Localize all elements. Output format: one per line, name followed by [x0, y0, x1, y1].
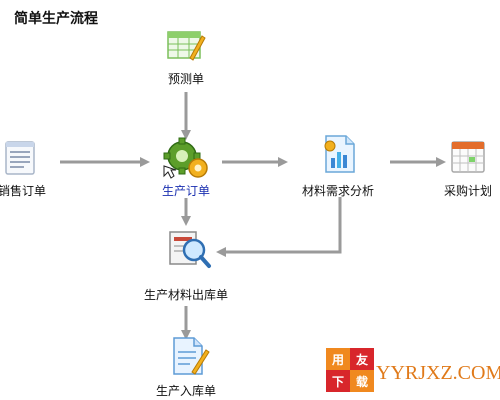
node-material-issue[interactable]	[166, 228, 212, 272]
watermark-char-4: 载	[350, 370, 374, 392]
chart-document-icon	[324, 135, 355, 173]
watermark-char-3: 下	[326, 370, 350, 392]
node-sales-order[interactable]	[2, 138, 38, 178]
gears-icon	[163, 137, 208, 179]
watermark-url: YYRJXZ.COM	[376, 362, 500, 384]
calendar-icon	[451, 141, 485, 173]
edit-document-icon	[173, 337, 210, 375]
node-sales-order-label: 销售订单	[0, 184, 47, 198]
watermark-char-1: 用	[326, 348, 350, 370]
node-stock-in[interactable]	[170, 334, 210, 378]
node-material-issue-label: 生产材料出库单	[143, 288, 229, 302]
node-production-order-label[interactable]: 生产订单	[161, 184, 211, 198]
document-list-icon	[5, 141, 35, 175]
page-title: 简单生产流程	[14, 11, 98, 27]
node-stock-in-label: 生产入库单	[155, 384, 217, 398]
node-forecast-label: 预测单	[167, 72, 205, 86]
node-forecast[interactable]	[166, 28, 206, 64]
watermark-char-2: 友	[350, 348, 374, 370]
node-production-order[interactable]	[160, 136, 212, 180]
node-purchase-plan[interactable]	[448, 136, 488, 176]
watermark-logo: 用 友 下 载 YYRJXZ.COM	[326, 348, 500, 400]
arrow-analysis-to-issue	[216, 197, 342, 257]
node-material-analysis-label: 材料需求分析	[301, 184, 375, 198]
node-material-analysis[interactable]	[320, 132, 358, 176]
hand-pointer-icon	[163, 165, 177, 179]
search-document-icon	[169, 231, 211, 268]
node-purchase-plan-label: 采购计划	[443, 184, 493, 198]
spreadsheet-icon	[167, 31, 206, 61]
